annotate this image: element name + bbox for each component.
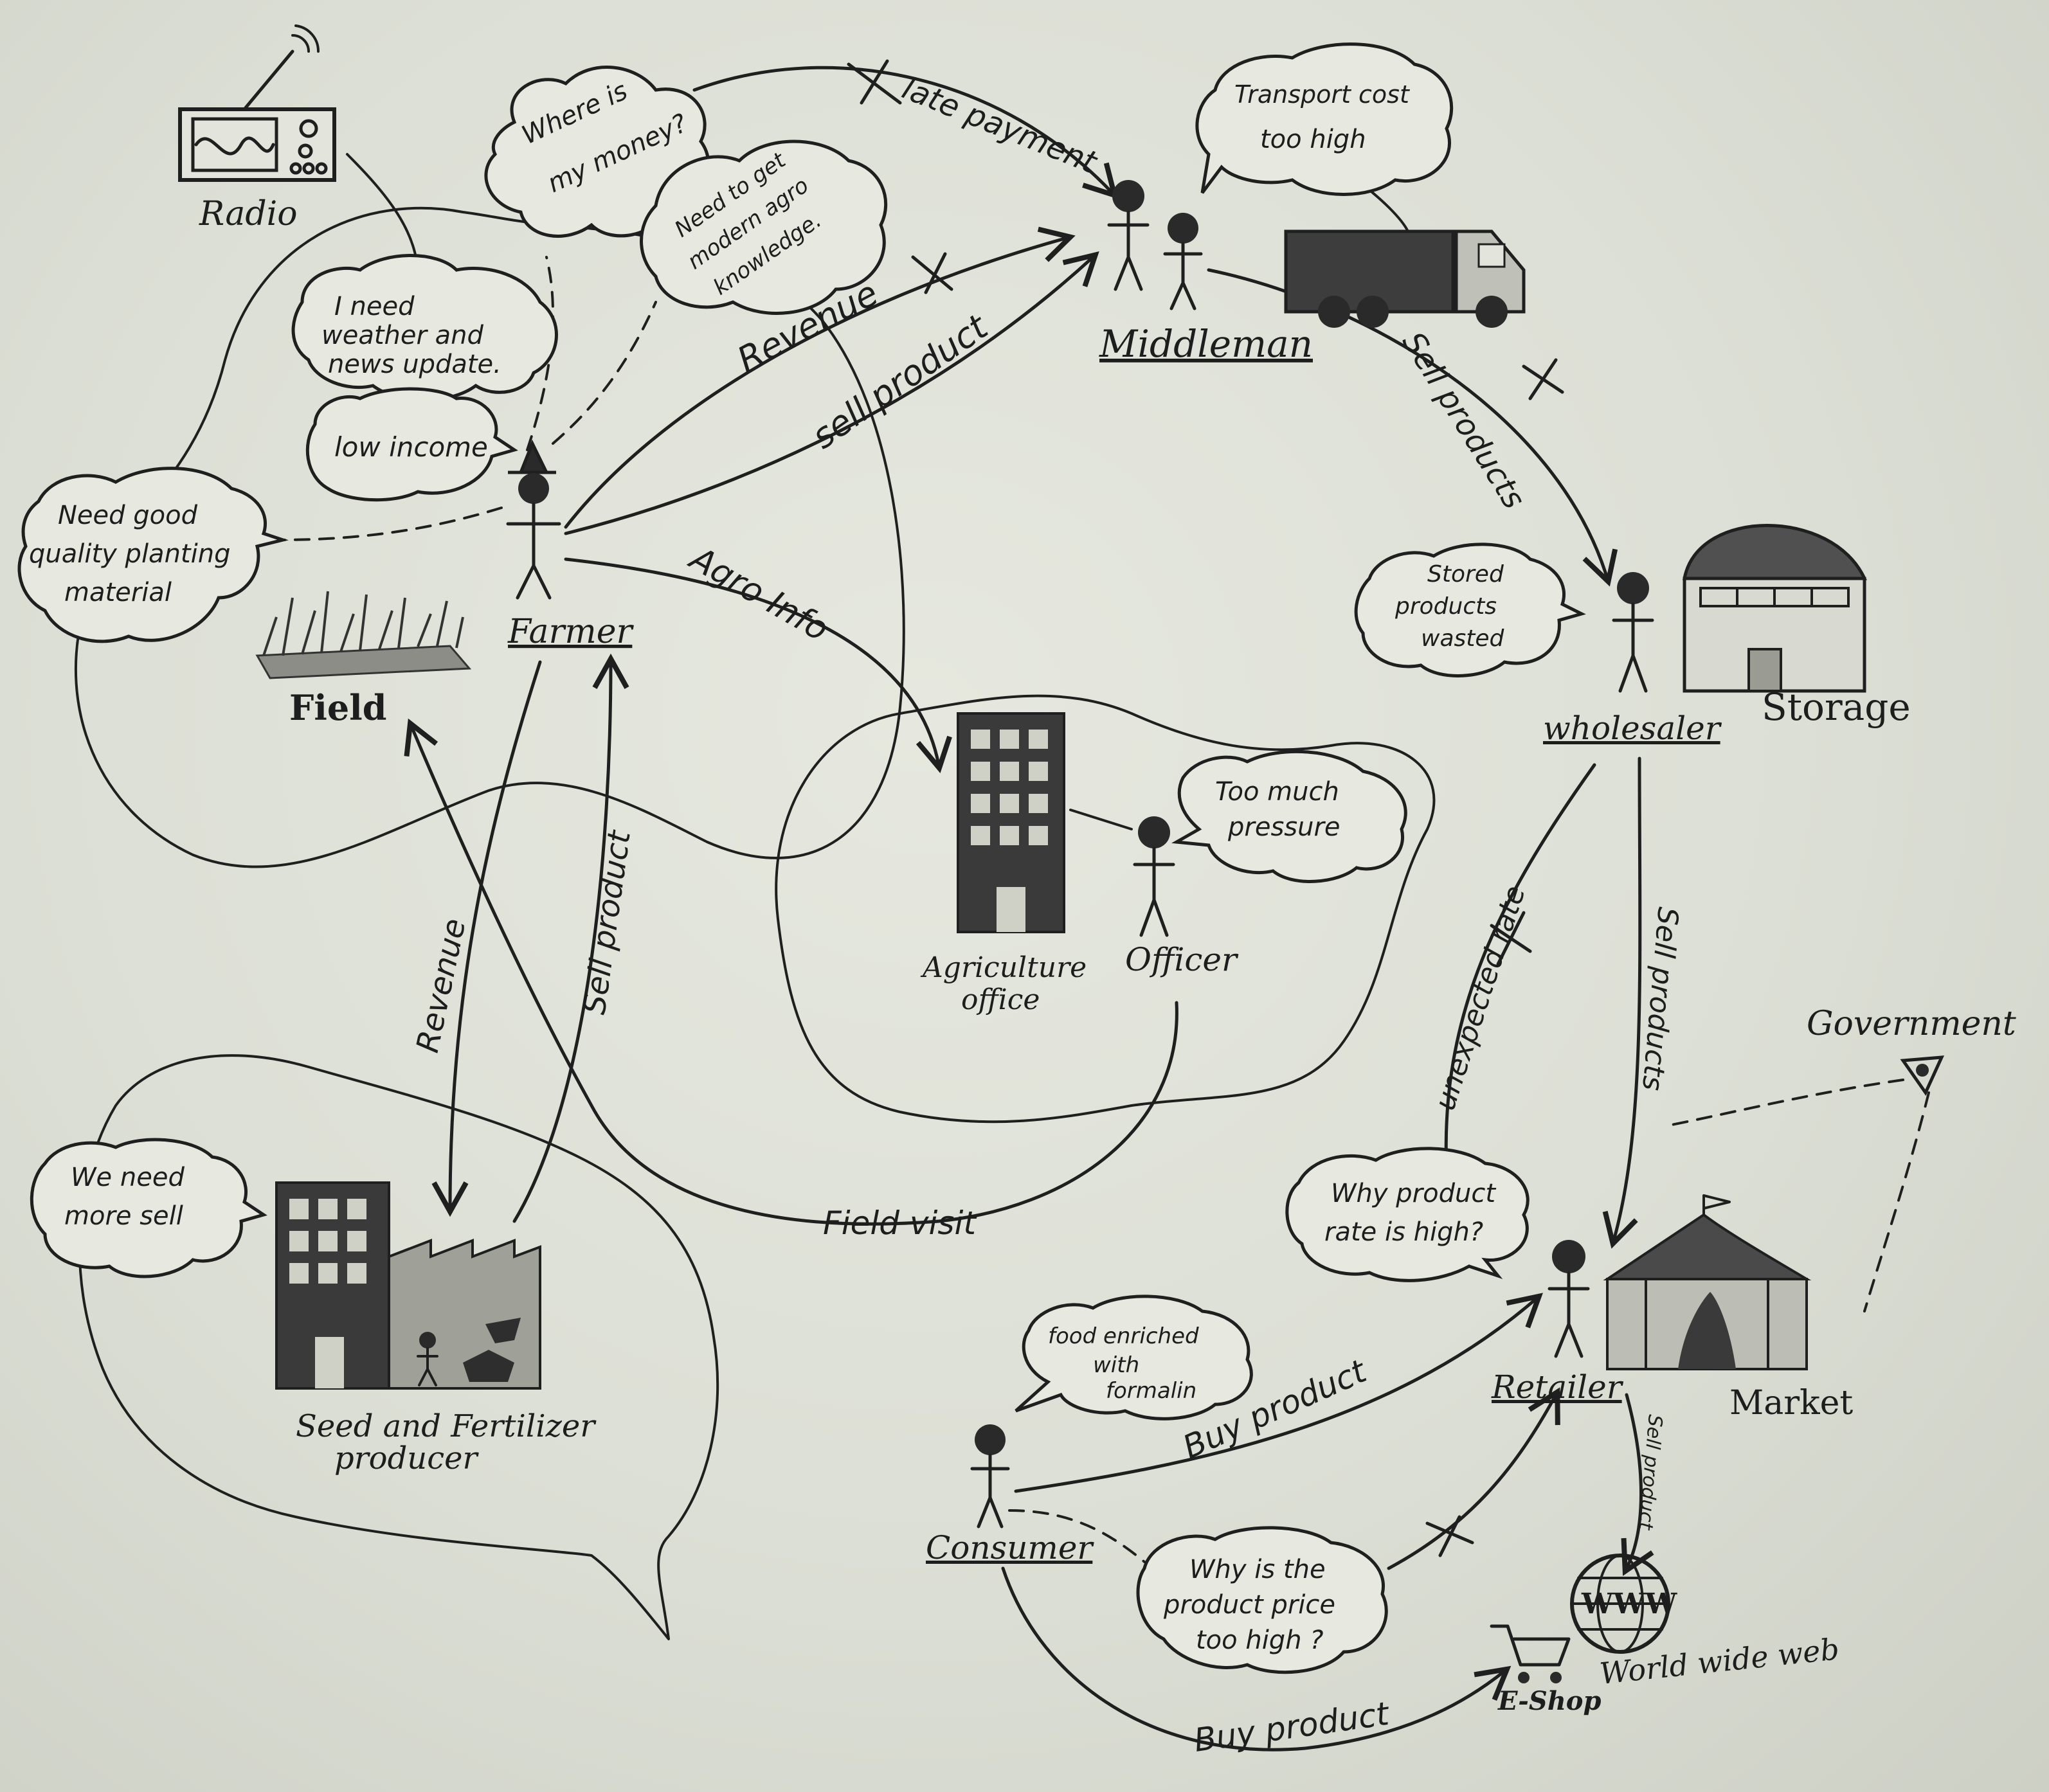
cart-icon (1490, 1624, 1571, 1683)
arrow-revenue-top (564, 226, 1076, 529)
arrow-buy-product-top (1014, 1293, 1543, 1493)
bubble-formalin (1015, 1295, 1253, 1420)
dashed-consumer-to-price (1008, 1509, 1146, 1563)
bubble-rate-line-1: Why product (1331, 1179, 1496, 1208)
bubble-stored-line-1: Stored (1427, 561, 1504, 587)
seed-producer-region-outline (78, 1054, 719, 1640)
bubble-stored-line-2: products (1395, 593, 1497, 620)
bubble-formalin-line-3: formalin (1106, 1378, 1196, 1404)
wholesaler-figure (1612, 572, 1654, 693)
globe-icon (1570, 1554, 1670, 1654)
label-www-glyph: WWW (1581, 1588, 1677, 1620)
arrow-sell-products-wr (1602, 757, 1642, 1249)
label-agro-info: Agro Info (682, 539, 835, 649)
bubble-income (305, 387, 518, 502)
label-wholesaler: wholesaler (1543, 710, 1722, 747)
bubble-weather-line-2: weather and (321, 321, 484, 350)
bubble-formalin-line-1: food enriched (1048, 1323, 1199, 1349)
bubble-planting (17, 467, 289, 643)
bubble-pressure-line-1: Too much (1215, 777, 1339, 807)
label-market: Market (1729, 1384, 1853, 1422)
officer-figure (1133, 816, 1175, 937)
arrow-sell-product-www (1621, 1393, 1654, 1576)
bubble-sell-more (30, 1138, 267, 1278)
label-sell-products-mw: Sell products (1395, 326, 1532, 515)
label-radio: Radio (199, 195, 298, 233)
bubble-agro (640, 139, 888, 315)
bubble-planting-line-3: material (64, 578, 172, 607)
label-field-visit: Field visit (823, 1205, 977, 1242)
bubble-price-line-3: too high ? (1196, 1626, 1324, 1655)
bubble-price-line-1: Why is the (1189, 1555, 1326, 1584)
label-field: Field (289, 687, 386, 728)
arrow-sell-products-mw (1207, 268, 1618, 587)
bubble-stored (1354, 542, 1586, 677)
arrow-buy-product-bottom (1001, 1566, 1512, 1752)
label-agriculture-office-2: office (961, 983, 1040, 1016)
bubble-price-line-2: product price (1163, 1590, 1335, 1620)
label-sell-product-left: Sell product (576, 827, 638, 1017)
dashed-government-to-wr (1670, 1079, 1904, 1126)
radio-icon (178, 24, 336, 182)
bubble-pressure (1171, 749, 1407, 883)
factory-icon (275, 1181, 541, 1390)
arrow-field-visit (404, 718, 1178, 1226)
label-farmer: Farmer (507, 613, 634, 651)
bubble-weather-line-3: news update. (328, 350, 501, 379)
label-eshop: E-Shop (1497, 1686, 1601, 1716)
label-government: Government (1807, 1005, 2016, 1043)
consumer-figure (970, 1424, 1010, 1528)
government-eye-icon (1900, 1055, 1945, 1097)
bubble-planting-line-2: quality planting (29, 539, 230, 569)
bubble-transport (1195, 42, 1454, 196)
bubble-sell-more-line-1: We need (71, 1163, 185, 1192)
field-icon (255, 591, 472, 679)
bubble-rate-line-2: rate is high? (1324, 1217, 1483, 1247)
arrow-agro-info (564, 557, 952, 773)
label-seed-producer-1: Seed and Fertilizer (296, 1408, 597, 1444)
bubble-income-text: low income (334, 431, 488, 463)
bubble-weather-line-1: I need (334, 292, 415, 321)
bubble-stored-line-3: wasted (1421, 625, 1505, 652)
bubble-pressure-line-2: pressure (1227, 812, 1340, 842)
bubble-rate (1285, 1147, 1530, 1282)
label-unexpected-rate: unexpected rate (1429, 882, 1532, 1115)
bubble-price (1136, 1526, 1388, 1674)
arrow-price-to-retailer (1387, 1387, 1560, 1570)
label-storage: Storage (1762, 685, 1911, 729)
bubble-planting-line-1: Need good (58, 501, 198, 530)
dashed-farmer-to-agro (552, 301, 657, 445)
cross-marks (847, 59, 1564, 1557)
dashed-farmer-to-planting (275, 506, 503, 541)
farmer-figure (506, 439, 561, 600)
label-late-payment: late payment (898, 70, 1103, 181)
label-consumer: Consumer (926, 1529, 1094, 1566)
bubble-transport-line-2: too high (1260, 125, 1366, 154)
arrow-revenue-left (431, 660, 542, 1217)
storage-icon (1682, 524, 1867, 693)
bubble-transport-line-1: Transport cost (1234, 80, 1411, 109)
bubble-weather (291, 254, 558, 402)
label-seed-producer-2: producer (334, 1440, 480, 1476)
label-retailer: Retailer (1491, 1368, 1624, 1406)
bubble-sell-more-line-2: more sell (64, 1201, 183, 1231)
arrow-unexpected-rate (1444, 763, 1596, 1172)
dashed-government-to-market (1863, 1091, 1930, 1313)
label-sell-products-wr: Sell products (1636, 906, 1684, 1092)
arrow-late-payment (692, 66, 1119, 199)
node-labels: Radio Field Farmer Middleman wholesaler … (199, 195, 2016, 1716)
label-middleman: Middleman (1099, 322, 1313, 366)
arrow-sell-product-left (512, 653, 629, 1223)
bubble-formalin-line-2: with (1093, 1352, 1139, 1378)
truck-icon (1284, 229, 1526, 328)
retailer-figure (1548, 1240, 1590, 1358)
arrow-sell-product-top (564, 251, 1099, 535)
label-agriculture-office-1: Agriculture (920, 951, 1087, 984)
label-officer: Officer (1125, 941, 1239, 978)
office-building-icon (957, 712, 1133, 933)
market-tent-icon (1603, 1194, 1812, 1370)
officer-region-outline (775, 694, 1436, 1124)
middleman-figures (1107, 180, 1203, 310)
